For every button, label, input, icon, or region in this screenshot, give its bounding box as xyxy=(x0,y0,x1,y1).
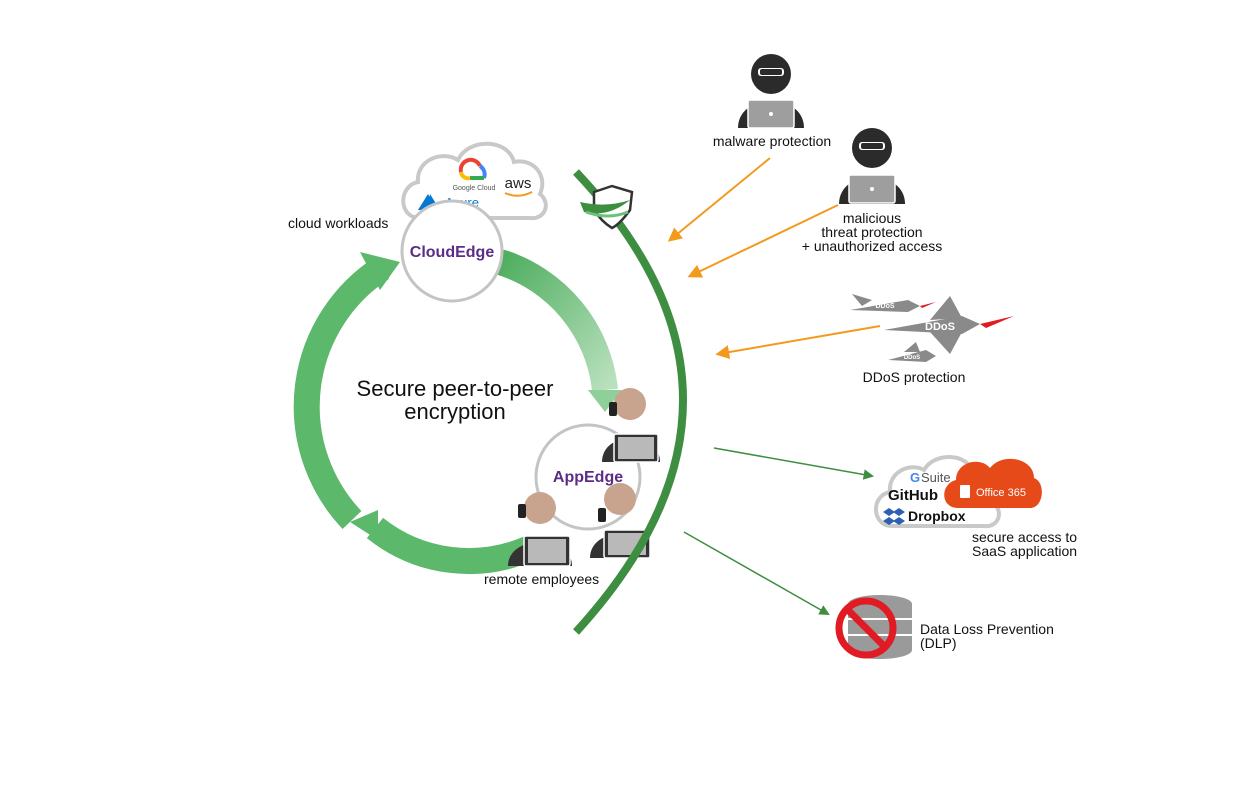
arrow-ddos xyxy=(715,325,881,359)
ddos-protection-label: DDoS protection xyxy=(863,369,966,385)
cloud-edge-label: CloudEdge xyxy=(410,244,495,261)
shield-icon xyxy=(580,184,634,230)
aws-smile-icon xyxy=(504,191,533,197)
employee-icon-top xyxy=(602,388,660,463)
saas-line1: secure access to xyxy=(972,529,1077,545)
ring-arc-left xyxy=(293,257,390,529)
employee-icon-left xyxy=(508,492,572,567)
ring-arc-left-head xyxy=(360,252,400,290)
hacker-icon-malicious xyxy=(839,128,905,204)
app-edge-label: AppEdge xyxy=(553,469,623,486)
ring-arc-right xyxy=(495,249,618,392)
dlp-line1: Data Loss Prevention xyxy=(920,621,1054,637)
security-perimeter-arc xyxy=(573,169,687,635)
hacker-icon-malware xyxy=(738,54,804,129)
malicious-line1: malicious xyxy=(843,210,901,226)
github-label: GitHub xyxy=(888,487,938,504)
gsuite-g-icon: G xyxy=(910,470,920,485)
arrow-malicious xyxy=(687,204,839,278)
ddos-rocket-small: DDoS xyxy=(888,342,936,362)
arrow-saas xyxy=(713,447,875,480)
malware-protection-label: malware protection xyxy=(713,133,831,149)
ring-arc-right-head xyxy=(588,390,622,412)
saas-line2: SaaS application xyxy=(972,543,1077,559)
ddos-rocket-top-label: DDoS xyxy=(875,303,894,310)
dropbox-icon xyxy=(883,508,905,525)
office-icon xyxy=(960,485,970,498)
center-title-line2: encryption xyxy=(404,399,506,424)
center-title-line1: Secure peer-to-peer xyxy=(357,376,554,401)
ring-arc-bottom-head xyxy=(350,510,378,540)
saas-cloud: Office 365 G Suite GitHub Dropbox xyxy=(874,455,1042,529)
gsuite-label: Suite xyxy=(921,470,951,485)
encryption-ring xyxy=(293,249,622,574)
cloud-providers: Google Cloud aws Azure xyxy=(401,141,548,221)
ddos-rocket-big: DDoS xyxy=(884,296,1014,354)
arrow-malware xyxy=(667,157,771,242)
cloud-edge-node xyxy=(400,199,504,303)
office-label: Office 365 xyxy=(976,487,1026,499)
aws-label: aws xyxy=(505,175,532,192)
google-cloud-label: Google Cloud xyxy=(453,185,496,192)
ring-arc-bottom xyxy=(366,517,536,574)
ddos-rocket-small-label: DDoS xyxy=(904,355,920,361)
remote-employees-label: remote employees xyxy=(484,571,599,587)
malicious-line3: + unauthorized access xyxy=(802,238,942,254)
dropbox-label: Dropbox xyxy=(908,508,966,524)
google-cloud-icon xyxy=(458,157,487,181)
malicious-line2: threat protection xyxy=(821,224,922,240)
prohibited-icon xyxy=(835,597,897,659)
cloud-shape xyxy=(401,141,548,221)
ddos-rocket-top: DDoS xyxy=(850,294,936,312)
arrow-dlp xyxy=(683,531,830,616)
ddos-rocket-big-label: DDoS xyxy=(925,321,955,333)
cloud-workloads-label: cloud workloads xyxy=(288,215,388,231)
dlp-line2: (DLP) xyxy=(920,635,957,651)
